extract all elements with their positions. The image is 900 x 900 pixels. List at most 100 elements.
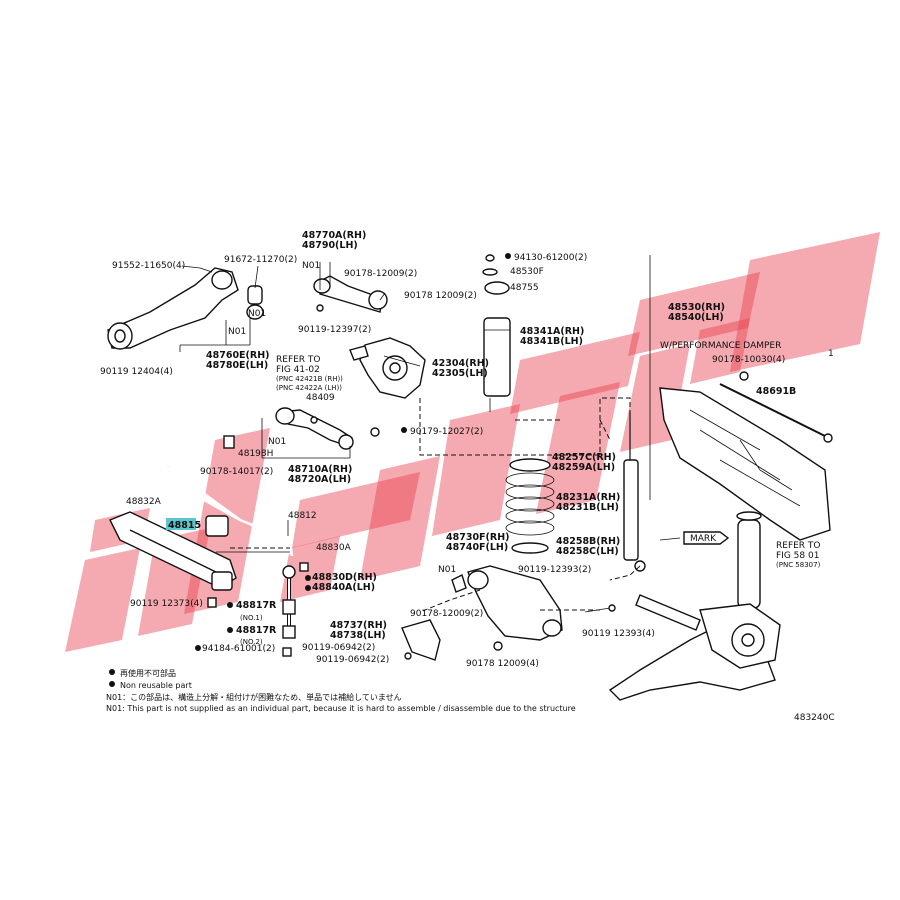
callout-label: 90178 12009(4) [466, 659, 539, 669]
callout-label: 48691B [756, 386, 796, 397]
callout-label: N01 [248, 309, 266, 319]
callout-label: 90178-12009(2) [410, 609, 483, 619]
callout-label: (NO.2) [240, 638, 263, 646]
callout-label: FIG 41-02 [276, 365, 320, 375]
callout-label: 94130-61200(2) [514, 253, 587, 263]
callout-label: (PNC 42422A (LH)) [276, 384, 342, 392]
bolt-arm [584, 604, 616, 613]
callout-label: 94184-61001(2) [202, 644, 275, 654]
callout-label: FIG 58 01 [776, 551, 819, 561]
callout-label: REFER TO [276, 355, 321, 365]
callout-label: 48840A(LH) [312, 582, 375, 593]
callout-label: 48540(LH) [668, 312, 724, 323]
callout-label: 48740F(LH) [446, 542, 508, 553]
callout-label: 90178-14017(2) [200, 467, 273, 477]
callout-label: 48760E(RH) [206, 350, 270, 361]
legend-line: Non reusable part [120, 681, 192, 690]
callout-label: 48730F(RH) [446, 532, 510, 543]
leader-lines [179, 255, 681, 553]
callout-label: W/PERFORMANCE DAMPER [660, 341, 781, 351]
lower-arm-cover [401, 619, 503, 661]
callout-label: 48530F [510, 267, 544, 277]
callout-label: (NO.1) [240, 614, 263, 622]
dashed-leader-lines [230, 397, 641, 613]
legend: 再使用不可部品 Non reusable part N01：この部品は、構造上分… [106, 668, 576, 713]
callout-label: 48830D(RH) [312, 572, 377, 583]
highlight-48815 [166, 518, 196, 530]
callout-label: 90119-12397(2) [298, 325, 371, 335]
callout-label: 48409 [306, 393, 335, 403]
bolt-small [223, 304, 380, 449]
lower-arm-48710 [275, 407, 354, 450]
bound-stopper [482, 254, 511, 397]
callout-label: 48780E(LH) [206, 360, 268, 371]
rear-body-frame [659, 387, 831, 541]
callout-label-48815: 48815 [168, 520, 201, 531]
callout-label: 48530(RH) [668, 302, 725, 313]
callout-label: 90179-12027(2) [410, 427, 483, 437]
callout-label: 48755 [510, 283, 539, 293]
callout-label: (PNC 58307) [776, 561, 821, 569]
legend-line: N01：この部品は、構造上分解・組付けが困難なため、単品では補給していません [106, 692, 402, 702]
callout-label: REFER TO [776, 541, 821, 551]
callout-label: 48341A(RH) [520, 326, 584, 337]
callout-label: 48231A(RH) [556, 492, 620, 503]
callout-label: 1 [828, 349, 834, 359]
callout-label: 91552-11650(4) [112, 261, 185, 271]
callout-label: 91672-11270(2) [224, 255, 297, 265]
figure-code: 483240C [794, 713, 835, 723]
mark-arrow [683, 531, 730, 545]
stabilizer-bar [166, 457, 294, 557]
callout-label: 48812 [288, 511, 317, 521]
callout-label: 48832A [126, 497, 162, 507]
callout-label: 42305(LH) [432, 368, 488, 379]
callout-label: 48770A(RH) [302, 230, 366, 241]
callout-label: 48258B(RH) [556, 536, 620, 547]
callout-label: 48817R [236, 625, 277, 636]
callout-label: 48738(LH) [330, 630, 386, 641]
performance-damper [719, 371, 833, 443]
callout-label: 90178 12009(2) [404, 291, 477, 301]
callout-label: 90119 12404(4) [100, 367, 173, 377]
legend-line: N01: This part is not supplied as an ind… [106, 704, 576, 713]
coil-spring [505, 458, 555, 554]
callout-label: 48231B(LH) [556, 502, 619, 513]
callout-label: 42304(RH) [432, 358, 489, 369]
callout-labels: 91552-11650(4) 91672-11270(2) N01 48770A… [100, 230, 834, 669]
callout-label: 48198H [238, 449, 273, 459]
callout-label: 48259A(LH) [552, 462, 615, 473]
legend-line: 再使用不可部品 [120, 668, 176, 678]
callout-label: 48817R [236, 600, 277, 611]
stabilizer-bushing [205, 515, 233, 591]
callout-label: N01 [302, 261, 320, 271]
callout-label: 90119-06942(2) [316, 655, 389, 665]
callout-label: N01 [268, 437, 286, 447]
nut [207, 562, 309, 608]
callout-label: N01 [228, 327, 246, 337]
callout-label: 48830A [316, 543, 352, 553]
callout-label: 90178-10030(4) [712, 355, 785, 365]
callout-label: (PNC 42421B (RH)) [276, 375, 343, 383]
callout-label: 90119 12373(4) [130, 599, 203, 609]
callout-label: 48720A(LH) [288, 474, 351, 485]
callout-label: 48258C(LH) [556, 546, 619, 557]
callout-label: 48257C(RH) [552, 452, 616, 463]
toe-control-arm [313, 275, 388, 313]
callout-label: N01 [438, 565, 456, 575]
callout-label: 48341B(LH) [520, 336, 583, 347]
callout-label: MARK [690, 534, 717, 544]
lower-control-arm [451, 565, 563, 641]
stabilizer-bracket-beam [109, 511, 237, 589]
non-reusable-markers [109, 253, 511, 687]
callout-label: 48710A(RH) [288, 464, 352, 475]
rear-axle-carrier [349, 337, 426, 399]
callout-label: 48790(LH) [302, 240, 358, 251]
callout-label: 90119 12393(4) [582, 629, 655, 639]
stabilizer-link [282, 565, 296, 657]
callout-label: 90178-12009(2) [344, 269, 417, 279]
upper-control-arm [107, 267, 239, 350]
callout-label: 90119-06942(2) [302, 643, 375, 653]
callout-label: 48737(RH) [330, 620, 387, 631]
rear-suspension-assembly [608, 511, 781, 701]
